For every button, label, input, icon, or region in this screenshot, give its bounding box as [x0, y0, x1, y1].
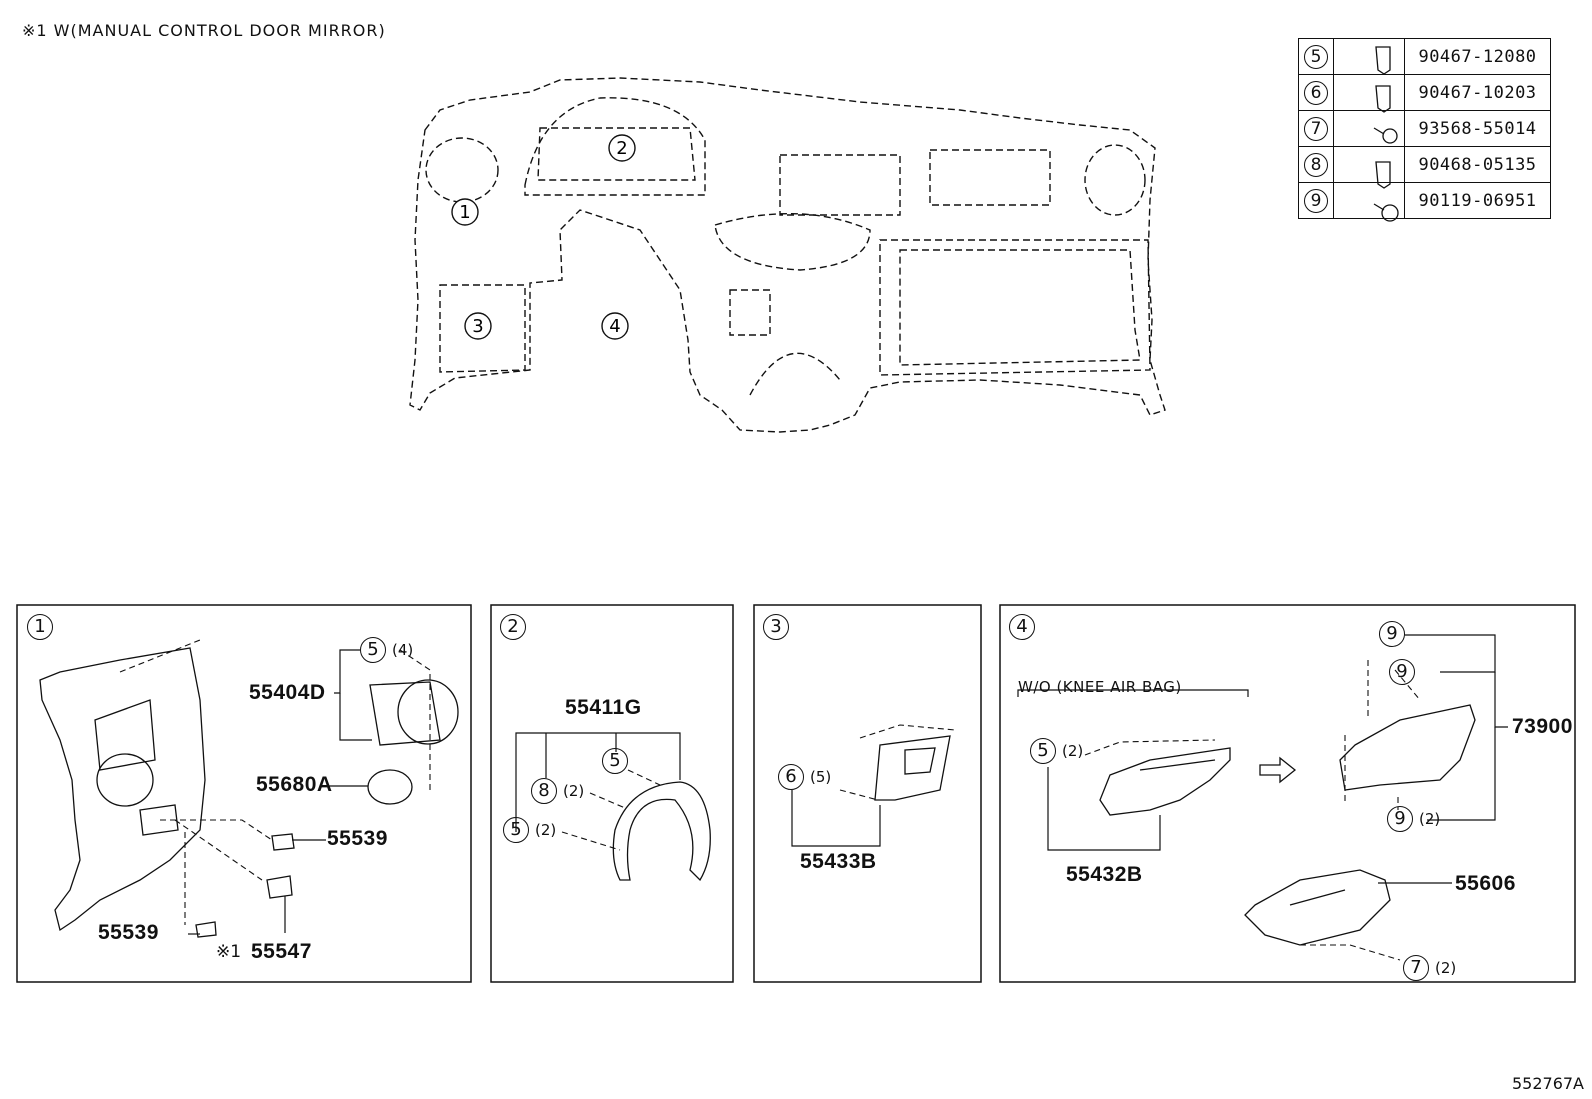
panel-3-drawing: [874, 735, 951, 801]
panel-1-drawing: [39, 647, 459, 938]
part-55433b: 55433B: [800, 850, 877, 873]
overview-callout-3: 3: [472, 316, 483, 337]
legend-row: 5 90467-12080: [1298, 38, 1551, 75]
legend-row: 7 93568-55014: [1298, 110, 1551, 147]
panel-4-index: 4: [1009, 614, 1035, 640]
part-55411g: 55411G: [565, 696, 642, 719]
panel-3-leaders: [791, 790, 881, 847]
overview-callout-2: 2: [616, 138, 627, 159]
screw-icon: [1333, 110, 1405, 147]
panel-4-ref-9b: 9: [1389, 659, 1415, 685]
panel-3-dashed-leaders: [839, 724, 956, 801]
part-55404d: 55404D: [249, 681, 326, 704]
panel-2-drawing: [612, 781, 711, 882]
panel-3-index: 3: [763, 614, 789, 640]
panel-1-frame: [16, 604, 472, 983]
part-55547: 55547: [251, 940, 312, 963]
legend-ref: 8: [1304, 152, 1328, 177]
part-55606: 55606: [1455, 872, 1516, 895]
legend-part-number: 90119-06951: [1404, 182, 1551, 219]
overview-callouts: 1 2 3 4: [451, 134, 636, 340]
part-55539-lower: 55539: [98, 921, 159, 944]
part-55432b: 55432B: [1066, 863, 1143, 886]
panel-4-ref-5: 5: [1030, 738, 1056, 764]
panel-4-ref-9c: 9: [1387, 806, 1413, 832]
panel-4-dashed-leaders: [1084, 660, 1421, 961]
legend-ref: 9: [1304, 188, 1328, 213]
diagram-reference: 552767A: [1511, 1074, 1584, 1093]
panel-1-index: 1: [27, 614, 53, 640]
clip-icon: [1333, 74, 1405, 111]
part-55680a: 55680A: [256, 773, 333, 796]
legend-part-number: 90467-12080: [1404, 38, 1551, 75]
part-55539: 55539: [327, 827, 388, 850]
bolt-icon: [1333, 182, 1405, 219]
panel-4-ref-7: 7: [1403, 955, 1429, 981]
panel-2-frame: [490, 604, 734, 983]
panel-1-note-mark: ※1: [216, 942, 242, 962]
mirror-note: ※1 W(MANUAL CONTROL DOOR MIRROR): [22, 21, 386, 40]
panel-2-qty-8: (2): [563, 782, 585, 800]
panel-2-dashed-leaders: [561, 769, 661, 851]
panel-4-qty-5: (2): [1062, 742, 1084, 760]
legend-ref: 6: [1304, 80, 1328, 105]
panel-2-qty-5b: (2): [535, 821, 557, 839]
panel-1-qty: (4): [392, 641, 414, 659]
legend-row: 6 90467-10203: [1298, 74, 1551, 111]
part-73900: 73900: [1512, 715, 1573, 738]
panel-3-frame: [753, 604, 982, 983]
legend-row: 9 90119-06951: [1298, 182, 1551, 219]
knee-airbag-condition: W/O (KNEE AIR BAG): [1018, 678, 1182, 696]
panel-4-qty-7: (2): [1435, 959, 1457, 977]
panel-3-ref-6: 6: [778, 764, 804, 790]
legend-part-number: 93568-55014: [1404, 110, 1551, 147]
fastener-legend: 5 90467-12080 6 90467-10203 7 93568-5501…: [1298, 38, 1551, 219]
legend-part-number: 90468-05135: [1404, 146, 1551, 183]
legend-part-number: 90467-10203: [1404, 74, 1551, 111]
legend-row: 8 90468-05135: [1298, 146, 1551, 183]
dashboard-overview: [409, 77, 1166, 433]
panel-4-qty-9c: (2): [1419, 810, 1441, 828]
panel-1-solid-leaders: [188, 649, 372, 935]
legend-ref: 7: [1304, 116, 1328, 141]
clip-icon: [1333, 38, 1405, 75]
panel-4-ref-9a: 9: [1379, 621, 1405, 647]
panel-2-ref-5b: 5: [503, 817, 529, 843]
panel-2-index: 2: [500, 614, 526, 640]
panel-4-leaders: [1017, 634, 1508, 884]
panel-1-ref-5: 5: [360, 637, 386, 663]
clip-icon: [1333, 146, 1405, 183]
panel-frames: [16, 604, 1576, 983]
overview-callout-4: 4: [609, 316, 620, 337]
panel-2-ref-8: 8: [531, 778, 557, 804]
legend-ref: 5: [1304, 44, 1328, 69]
panel-1-leaders: [119, 639, 431, 925]
panel-4-frame: [999, 604, 1576, 983]
panel-4-drawing: [1099, 704, 1476, 946]
panel-2-ref-5a: 5: [602, 748, 628, 774]
overview-callout-1: 1: [459, 202, 470, 223]
panel-3-qty-6: (5): [810, 768, 832, 786]
